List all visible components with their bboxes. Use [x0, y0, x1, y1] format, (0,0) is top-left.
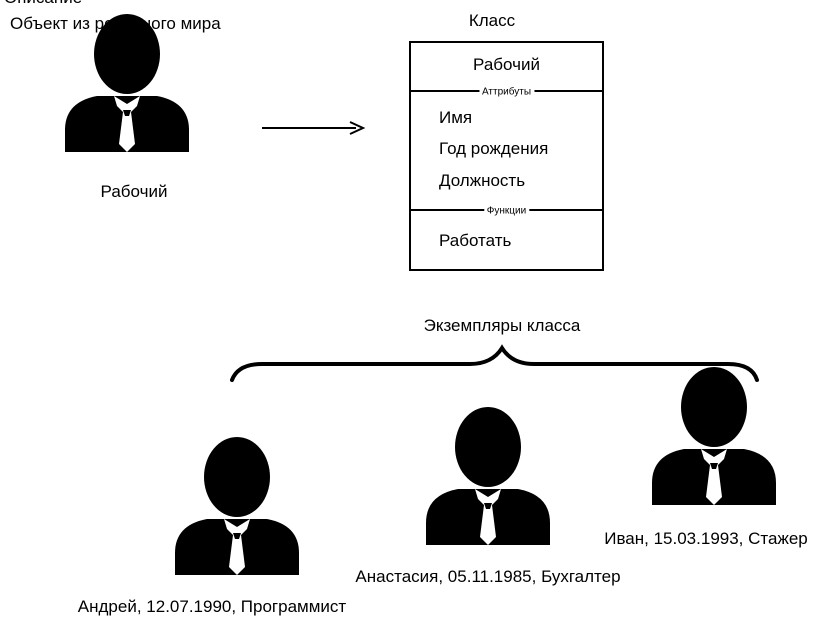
- curly-brace-icon: [230, 344, 759, 382]
- attribute-item: Год рождения: [439, 139, 549, 158]
- class-name: Рабочий: [473, 55, 540, 74]
- attributes-section-label: Аттрибуты: [478, 86, 535, 98]
- instances-label: Экземпляры класса: [423, 316, 581, 335]
- instance-caption-ivan: Иван, 15.03.1993, Стажер: [604, 529, 808, 548]
- instance-caption-anastasia: Анастасия, 05.11.1985, Бухгалтер: [355, 567, 621, 586]
- attributes-divider: Аттрибуты: [411, 86, 602, 98]
- class-label: Класс: [468, 11, 516, 30]
- attribute-item: Должность: [439, 171, 526, 190]
- real-object-caption: Рабочий: [100, 182, 168, 201]
- instance-person-icon-ivan: [652, 367, 776, 505]
- instance-person-icon-anastasia: [426, 407, 550, 545]
- class-box: Рабочий Аттрибуты Имя Год рождения Должн…: [409, 41, 604, 271]
- real-object-label: Объект из реального мира: [10, 14, 221, 33]
- cut-title: Описание: [4, 0, 82, 8]
- arrow-icon: [262, 121, 366, 135]
- functions-divider: Функции: [411, 205, 602, 217]
- instance-caption-andrey: Андрей, 12.07.1990, Программист: [77, 597, 347, 616]
- real-object-person-icon: [65, 14, 189, 152]
- instance-person-icon-andrey: [175, 437, 299, 575]
- attribute-item: Имя: [439, 108, 473, 127]
- function-item: Работать: [439, 231, 512, 250]
- functions-section-label: Функции: [483, 205, 530, 217]
